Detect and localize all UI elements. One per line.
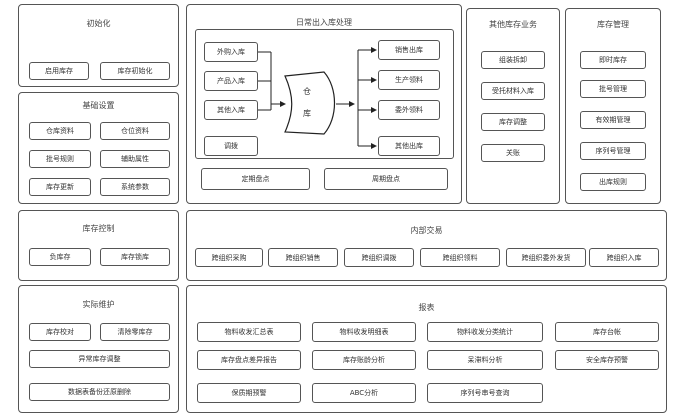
inventory-init-button[interactable]: 库存初始化 [100,62,170,80]
abc-analysis-button[interactable]: ABC分析 [312,383,416,403]
inventory-check-button[interactable]: 库存校对 [29,323,91,341]
slow-moving-analysis-button[interactable]: 呆滞料分析 [427,350,543,370]
clear-zero-inventory-button[interactable]: 清除零库存 [100,323,170,341]
inventory-ledger-button[interactable]: 库存台帐 [555,322,659,342]
io-flow-area: 外购入库 产品入库 其他入库 调拨 仓 库 销售出库 生产领料 委外领料 其他出… [195,29,454,159]
other-out-button[interactable]: 其他出库 [378,136,440,156]
maintenance-title: 实际维护 [82,300,115,309]
backup-restore-button[interactable]: 数据表备份还原删除 [29,383,170,401]
cross-outsource-button[interactable]: 跨组织委外发货 [506,248,586,267]
reports-panel: 报表 物料收发汇总表 物料收发明细表 物料收发分类统计 库存台帐 库存盘点差异报… [186,285,667,413]
basic-settings-panel: 基础设置 仓库资料 仓位资料 批号规则 辅助属性 库存更新 系统参数 [18,92,179,204]
instant-inventory-button[interactable]: 即时库存 [580,51,646,69]
cross-pick-button[interactable]: 跨组织领料 [420,248,500,267]
outbound-rule-button[interactable]: 出库规则 [580,173,646,191]
material-summary-button[interactable]: 物料收发汇总表 [197,322,301,342]
aux-attribute-button[interactable]: 辅助属性 [100,150,170,168]
batch-mgmt-button[interactable]: 批号管理 [580,80,646,98]
daily-io-title: 日常出入库处理 [296,18,352,27]
location-data-button[interactable]: 仓位资料 [100,122,170,140]
other-business-panel: 其他库存业务 组装拆卸 受托材料入库 库存调整 关账 [466,8,560,204]
transfer-button[interactable]: 调拨 [204,136,258,156]
serial-mgmt-button[interactable]: 序列号管理 [580,142,646,160]
cross-in-button[interactable]: 跨组织入库 [589,248,659,267]
assembly-button[interactable]: 组装拆卸 [481,51,545,69]
inventory-control-title: 库存控制 [82,224,115,233]
material-category-stat-button[interactable]: 物料收发分类统计 [427,322,543,342]
basic-settings-title: 基础设置 [82,101,115,110]
negative-inventory-button[interactable]: 负库存 [29,248,91,266]
daily-io-panel: 日常出入库处理 [186,4,462,204]
other-business-title: 其他库存业务 [489,20,537,29]
material-detail-button[interactable]: 物料收发明细表 [312,322,416,342]
enable-inventory-button[interactable]: 启用库存 [29,62,89,80]
cross-transfer-button[interactable]: 跨组织调拨 [344,248,414,267]
purchase-in-button[interactable]: 外购入库 [204,42,258,62]
product-in-button[interactable]: 产品入库 [204,71,258,91]
inventory-lock-button[interactable]: 库存锁库 [100,248,170,266]
inventory-mgmt-panel: 库存管理 即时库存 批号管理 有效期管理 序列号管理 出库规则 [565,8,661,204]
other-in-button[interactable]: 其他入库 [204,100,258,120]
expiry-mgmt-button[interactable]: 有效期管理 [580,111,646,129]
maintenance-panel: 实际维护 库存校对 清除零库存 异常库存调整 数据表备份还原删除 [18,285,179,413]
init-title: 初始化 [86,19,111,28]
count-diff-report-button[interactable]: 库存盘点差异报告 [197,350,301,370]
inventory-adjust-button[interactable]: 库存调整 [481,113,545,131]
inventory-mgmt-title: 库存管理 [597,20,629,29]
aging-analysis-button[interactable]: 库存账龄分析 [312,350,416,370]
warehouse-label-2: 库 [303,109,311,118]
warehouse-label-1: 仓 [303,87,311,96]
periodic-count-button[interactable]: 定期盘点 [201,168,310,190]
sales-out-button[interactable]: 销售出库 [378,40,440,60]
consigned-in-button[interactable]: 受托材料入库 [481,82,545,100]
io-flow-arrows [258,47,377,149]
internal-trade-panel: 内部交易 跨组织采购 跨组织销售 跨组织调拨 跨组织领料 跨组织委外发货 跨组织… [186,210,667,281]
warehouse-data-button[interactable]: 仓库资料 [29,122,91,140]
cross-sales-button[interactable]: 跨组织销售 [268,248,338,267]
cycle-count-button[interactable]: 周期盘点 [324,168,448,190]
production-pick-button[interactable]: 生产领料 [378,70,440,90]
shelf-life-alert-button[interactable]: 保质期预警 [197,383,301,403]
close-account-button[interactable]: 关账 [481,144,545,162]
outsource-pick-button[interactable]: 委外领料 [378,100,440,120]
safety-stock-alert-button[interactable]: 安全库存预警 [555,350,659,370]
system-params-button[interactable]: 系统参数 [100,178,170,196]
init-panel: 初始化 启用库存 库存初始化 [18,4,179,87]
reports-title: 报表 [418,303,435,312]
serial-query-button[interactable]: 序列号串号查询 [427,383,543,403]
internal-trade-title: 内部交易 [410,226,443,235]
inventory-update-button[interactable]: 库存更新 [29,178,91,196]
inventory-control-panel: 库存控制 负库存 库存锁库 [18,210,179,281]
abnormal-adjust-button[interactable]: 异常库存调整 [29,350,170,368]
cross-purchase-button[interactable]: 跨组织采购 [195,248,263,267]
batch-rule-button[interactable]: 批号规则 [29,150,91,168]
